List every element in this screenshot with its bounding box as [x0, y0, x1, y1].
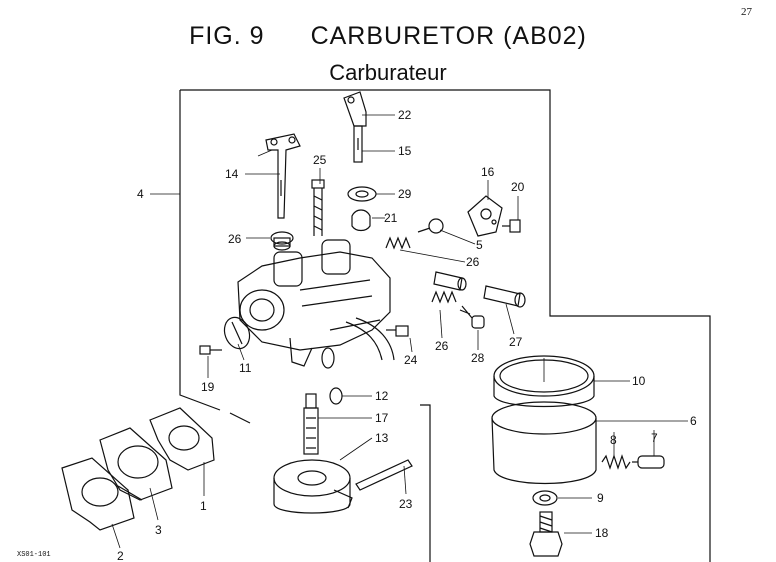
callout-27: 26 — [228, 232, 242, 246]
callout-21: 21 — [384, 211, 398, 225]
spring-8 — [601, 454, 631, 470]
carburetor-body — [237, 239, 395, 369]
tube-28 — [433, 271, 526, 308]
screw-29 — [459, 305, 485, 329]
page-number: 27 — [741, 6, 752, 18]
callout-23: 23 — [399, 497, 413, 511]
callout-5: 5 — [476, 238, 483, 252]
callout-29: 28 — [471, 351, 485, 365]
callout-24: 24 — [404, 353, 418, 367]
callout-26-upper: 26 — [466, 255, 480, 269]
emulsion-tube-17 — [303, 393, 319, 455]
assembly-boundary — [180, 89, 711, 562]
choke-plate-11 — [223, 316, 251, 350]
drain-screw-7 — [632, 455, 665, 469]
gasket-2 — [61, 457, 135, 531]
callout-20: 20 — [511, 180, 525, 194]
spring-26-lower — [431, 290, 457, 304]
screw-20 — [502, 219, 521, 233]
screw-19 — [199, 345, 222, 355]
callout-8: 8 — [610, 433, 617, 447]
callout-1: 1 — [200, 499, 207, 513]
callout-28: 27 — [509, 335, 523, 349]
spring-21 — [351, 209, 371, 232]
callout-11: 11 — [239, 361, 252, 375]
plate-16 — [467, 195, 503, 237]
figure-subtitle: Carburateur — [329, 60, 447, 85]
throttle-shaft-14 — [265, 133, 301, 219]
callout-16: 16 — [481, 165, 495, 179]
screw-25 — [311, 179, 325, 236]
choke-shaft-15 — [353, 125, 363, 163]
callout-14: 14 — [225, 167, 239, 181]
callout-13: 13 — [375, 431, 389, 445]
float-13 — [273, 459, 353, 514]
callout-30: 29 — [398, 187, 412, 201]
callout-2: 2 — [117, 549, 124, 562]
figure-number: FIG. 9 — [189, 22, 265, 50]
callout-7: 7 — [651, 431, 658, 445]
callout-15: 15 — [398, 144, 412, 158]
callout-labels: 4 22 15 14 25 29 21 16 20 26 5 26 26 28 … — [117, 108, 697, 562]
seal-27 — [270, 231, 294, 251]
screw-24 — [386, 325, 409, 337]
drawing-code: XS01-101 — [17, 551, 51, 559]
float-bowl-6 — [491, 401, 597, 485]
callout-9: 9 — [597, 491, 604, 505]
figure-title: FIG. 9 CARBURETOR (AB02) — [0, 22, 776, 51]
spring-26-upper — [385, 236, 411, 250]
callout-19: 19 — [201, 380, 215, 394]
choke-lever-22 — [343, 91, 367, 127]
callout-17: 17 — [375, 411, 389, 425]
insulator-3 — [99, 427, 173, 501]
bowl-bolt-18 — [529, 511, 563, 557]
callout-25: 25 — [313, 153, 327, 167]
callout-6: 6 — [690, 414, 697, 428]
callout-4: 4 — [137, 187, 144, 201]
bowl-gasket-10 — [493, 355, 595, 408]
callout-26-lower: 26 — [435, 339, 449, 353]
float-pin-23 — [355, 459, 413, 491]
callout-22: 22 — [398, 108, 412, 122]
leader-lines — [111, 114, 688, 549]
clip-12 — [329, 387, 343, 405]
callout-18: 18 — [595, 526, 609, 540]
washer-30 — [347, 186, 377, 202]
pilot-screw-5 — [417, 218, 444, 234]
callout-12: 12 — [375, 389, 389, 403]
gasket-9 — [532, 490, 558, 506]
callout-3: 3 — [155, 523, 162, 537]
gasket-1 — [149, 407, 215, 471]
callout-10: 10 — [632, 374, 646, 388]
figure-name: CARBURETOR (AB02) — [310, 22, 587, 50]
